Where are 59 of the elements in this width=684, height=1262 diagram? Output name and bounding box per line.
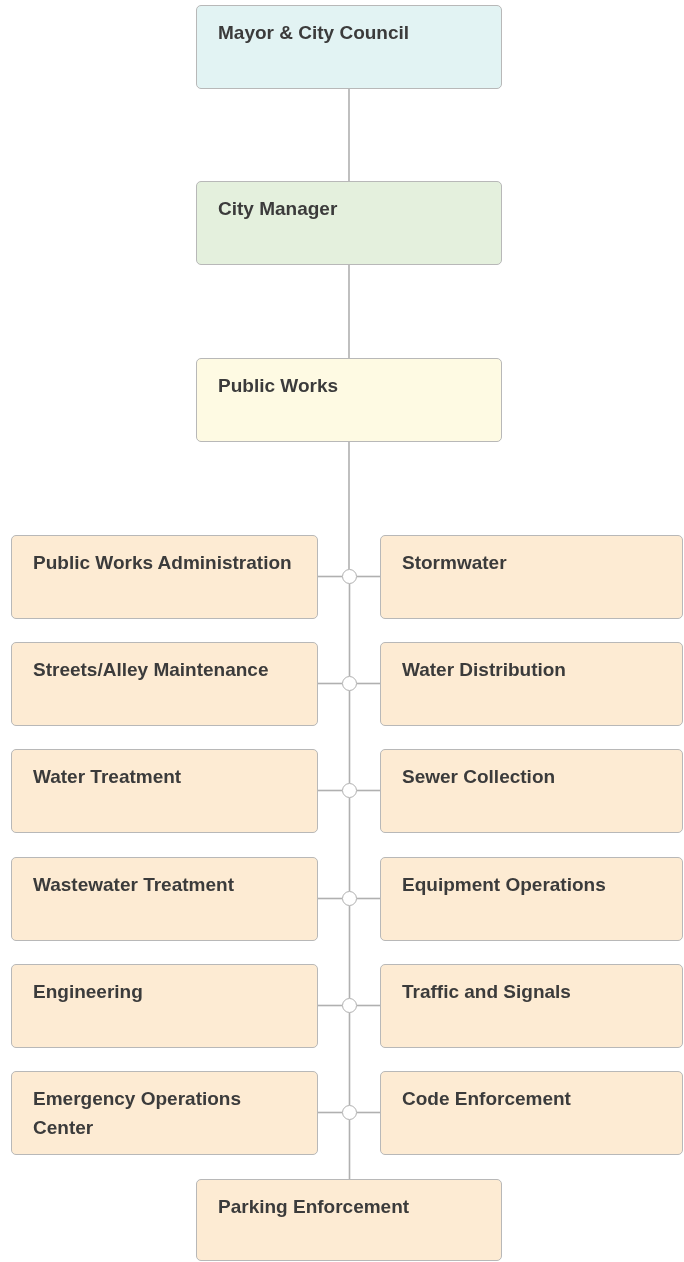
org-title: Parking Enforcement bbox=[218, 1195, 411, 1219]
org-title: Stormwater bbox=[402, 551, 508, 575]
org-title: City Manager bbox=[218, 197, 339, 221]
org-box bbox=[380, 535, 683, 619]
junction-circle bbox=[342, 891, 357, 906]
connector-line bbox=[348, 690, 351, 784]
org-title: Emergency Operations Center bbox=[33, 1087, 243, 1140]
org-title: Public Works bbox=[218, 374, 339, 398]
connector-line bbox=[317, 575, 343, 578]
connector-line bbox=[356, 1111, 381, 1114]
org-box bbox=[196, 1179, 502, 1261]
connector-line bbox=[348, 264, 350, 359]
org-box bbox=[11, 642, 318, 726]
org-box bbox=[380, 1071, 683, 1155]
connector-line bbox=[317, 789, 343, 792]
connector-line bbox=[317, 1111, 343, 1114]
org-title: Water Distribution bbox=[402, 658, 567, 682]
org-title: Public Works Administration bbox=[33, 551, 293, 575]
connector-line bbox=[356, 682, 381, 685]
connector-line bbox=[348, 583, 351, 677]
connector-line bbox=[356, 1004, 381, 1007]
connector-line bbox=[317, 682, 343, 685]
connector-line bbox=[317, 1004, 343, 1007]
org-title: Code Enforcement bbox=[402, 1087, 572, 1111]
connector-line bbox=[356, 575, 381, 578]
org-title: Mayor & City Council bbox=[218, 21, 411, 45]
org-title: Wastewater Treatment bbox=[33, 873, 235, 897]
connector-line bbox=[348, 1119, 351, 1180]
org-box bbox=[11, 964, 318, 1048]
org-title: Equipment Operations bbox=[402, 873, 607, 897]
org-title: Water Treatment bbox=[33, 765, 183, 789]
org-box bbox=[380, 857, 683, 941]
org-box bbox=[11, 857, 318, 941]
junction-circle bbox=[342, 998, 357, 1013]
org-box bbox=[196, 181, 502, 265]
junction-circle bbox=[342, 676, 357, 691]
connector-line bbox=[348, 797, 351, 892]
org-box bbox=[196, 5, 502, 89]
connector-line bbox=[348, 1012, 351, 1106]
connector-line bbox=[356, 897, 381, 900]
connector-line bbox=[356, 789, 381, 792]
org-title: Engineering bbox=[33, 980, 144, 1004]
org-box bbox=[196, 358, 502, 442]
connector-line bbox=[348, 905, 351, 999]
org-box bbox=[11, 749, 318, 833]
org-title: Streets/Alley Maintenance bbox=[33, 658, 270, 682]
org-box bbox=[380, 642, 683, 726]
org-box bbox=[380, 749, 683, 833]
org-title: Sewer Collection bbox=[402, 765, 557, 789]
org-box bbox=[11, 535, 318, 619]
junction-circle bbox=[342, 1105, 357, 1120]
org-title: Traffic and Signals bbox=[402, 980, 572, 1004]
org-box bbox=[11, 1071, 318, 1155]
junction-circle bbox=[342, 569, 357, 584]
connector-line bbox=[348, 441, 350, 570]
connector-line bbox=[348, 88, 350, 182]
connector-line bbox=[317, 897, 343, 900]
junction-circle bbox=[342, 783, 357, 798]
org-box bbox=[380, 964, 683, 1048]
